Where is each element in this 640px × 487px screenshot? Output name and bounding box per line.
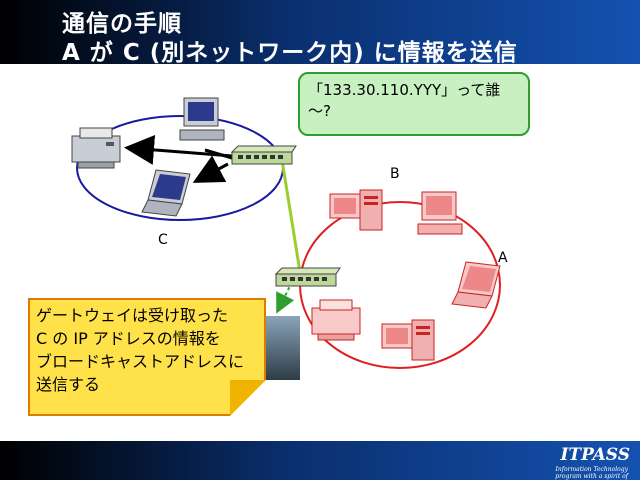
printer-icon xyxy=(71,127,121,169)
slide-title-line-2: A が C (別ネットワーク内) に情報を送信 xyxy=(62,40,518,66)
laptop-icon xyxy=(141,169,191,217)
arrow-to-desktop xyxy=(204,148,233,160)
switch-hub-icon xyxy=(274,267,341,287)
slide-title-line-1: 通信の手順 xyxy=(62,11,182,37)
note-line-2: C の IP アドレスの情報を xyxy=(36,329,221,348)
switch-hub-icon xyxy=(230,145,297,165)
speech-callout: 「133.30.110.YYY」って誰 ～? xyxy=(298,72,530,136)
tower-computer-icon xyxy=(381,319,435,361)
gateway-link xyxy=(280,159,302,273)
node-label-b: B xyxy=(390,166,400,182)
itpass-logo-subtitle: Information Technology program with a sp… xyxy=(555,466,628,487)
note-line-3: ブロードキャストアドレスに xyxy=(36,352,245,371)
arrow-to-laptop xyxy=(192,155,229,183)
laptop-icon xyxy=(451,261,501,309)
tower-computer-icon xyxy=(329,189,383,231)
arrow-to-printer xyxy=(124,134,233,165)
note-line-1: ゲートウェイは受け取った xyxy=(36,306,229,325)
printer-icon xyxy=(311,299,361,341)
desktop-computer-icon xyxy=(179,97,225,141)
callout-line-1: 「133.30.110.YYY」って誰 xyxy=(308,81,501,99)
node-label-a: A xyxy=(498,250,508,266)
desktop-computer-icon xyxy=(417,191,463,235)
slide-header-bar xyxy=(0,0,640,64)
gateway-photo xyxy=(266,316,300,380)
callout-line-2: ～? xyxy=(308,102,331,120)
node-label-c: C xyxy=(158,232,168,248)
note-folded-corner xyxy=(230,380,266,416)
itpass-logo: ITPASS xyxy=(560,445,630,465)
slide-footer-bar xyxy=(0,441,640,480)
broadcast-arrow xyxy=(276,281,295,314)
note-line-4: 送信する xyxy=(36,375,101,394)
explanation-note: ゲートウェイは受け取った C の IP アドレスの情報を ブロードキャストアドレ… xyxy=(28,298,266,416)
